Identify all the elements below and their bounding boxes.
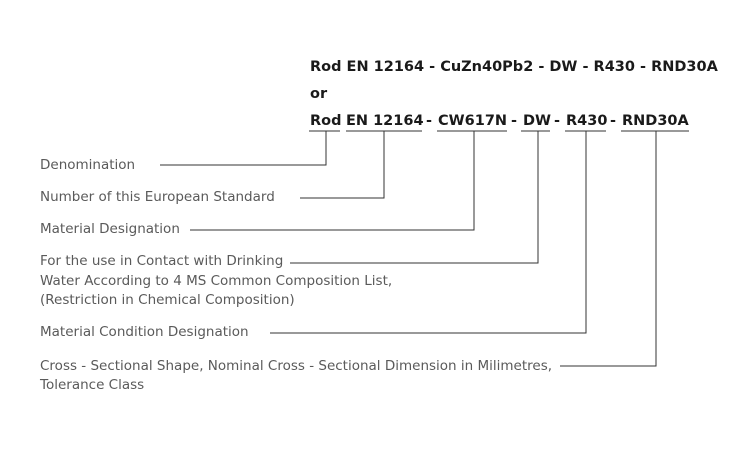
segment-cw617n: CW617N xyxy=(438,113,508,129)
leader-cross-section xyxy=(560,131,657,367)
segment-dw: DW xyxy=(523,113,552,129)
segment-rnd30a: RND30A xyxy=(622,113,689,129)
label-drinking-water-1: For the use in Contact with Drinking xyxy=(40,253,284,269)
label-standard-number: Number of this European Standard xyxy=(40,189,275,205)
segment-dash: - xyxy=(511,113,518,129)
label-drinking-water-3: (Restriction in Chemical Composition) xyxy=(40,292,295,308)
leader-denomination xyxy=(160,131,327,166)
leader-standard-number xyxy=(300,131,385,199)
leader-material-designation xyxy=(190,131,475,231)
label-material-condition: Material Condition Designation xyxy=(40,324,249,340)
label-drinking-water-2: Water According to 4 MS Common Compositi… xyxy=(40,273,393,289)
leader-drinking-water xyxy=(290,131,539,264)
segment-en-12164: EN 12164 xyxy=(346,113,424,129)
designation-code-full: Rod EN 12164 - CuZn40Pb2 - DW - R430 - R… xyxy=(310,59,718,75)
segment-dash: - xyxy=(554,113,561,129)
label-denomination: Denomination xyxy=(40,157,136,173)
segment-dash: - xyxy=(426,113,433,129)
segment-r430: R430 xyxy=(566,113,608,129)
designation-or-connector: or xyxy=(310,86,328,102)
label-cross-section-1: Cross - Sectional Shape, Nominal Cross -… xyxy=(40,358,553,374)
segment-rod: Rod xyxy=(310,113,342,129)
segment-dash: - xyxy=(610,113,617,129)
leader-material-condition xyxy=(270,131,587,334)
label-cross-section-2: Tolerance Class xyxy=(40,377,145,393)
label-material-designation: Material Designation xyxy=(40,221,180,237)
